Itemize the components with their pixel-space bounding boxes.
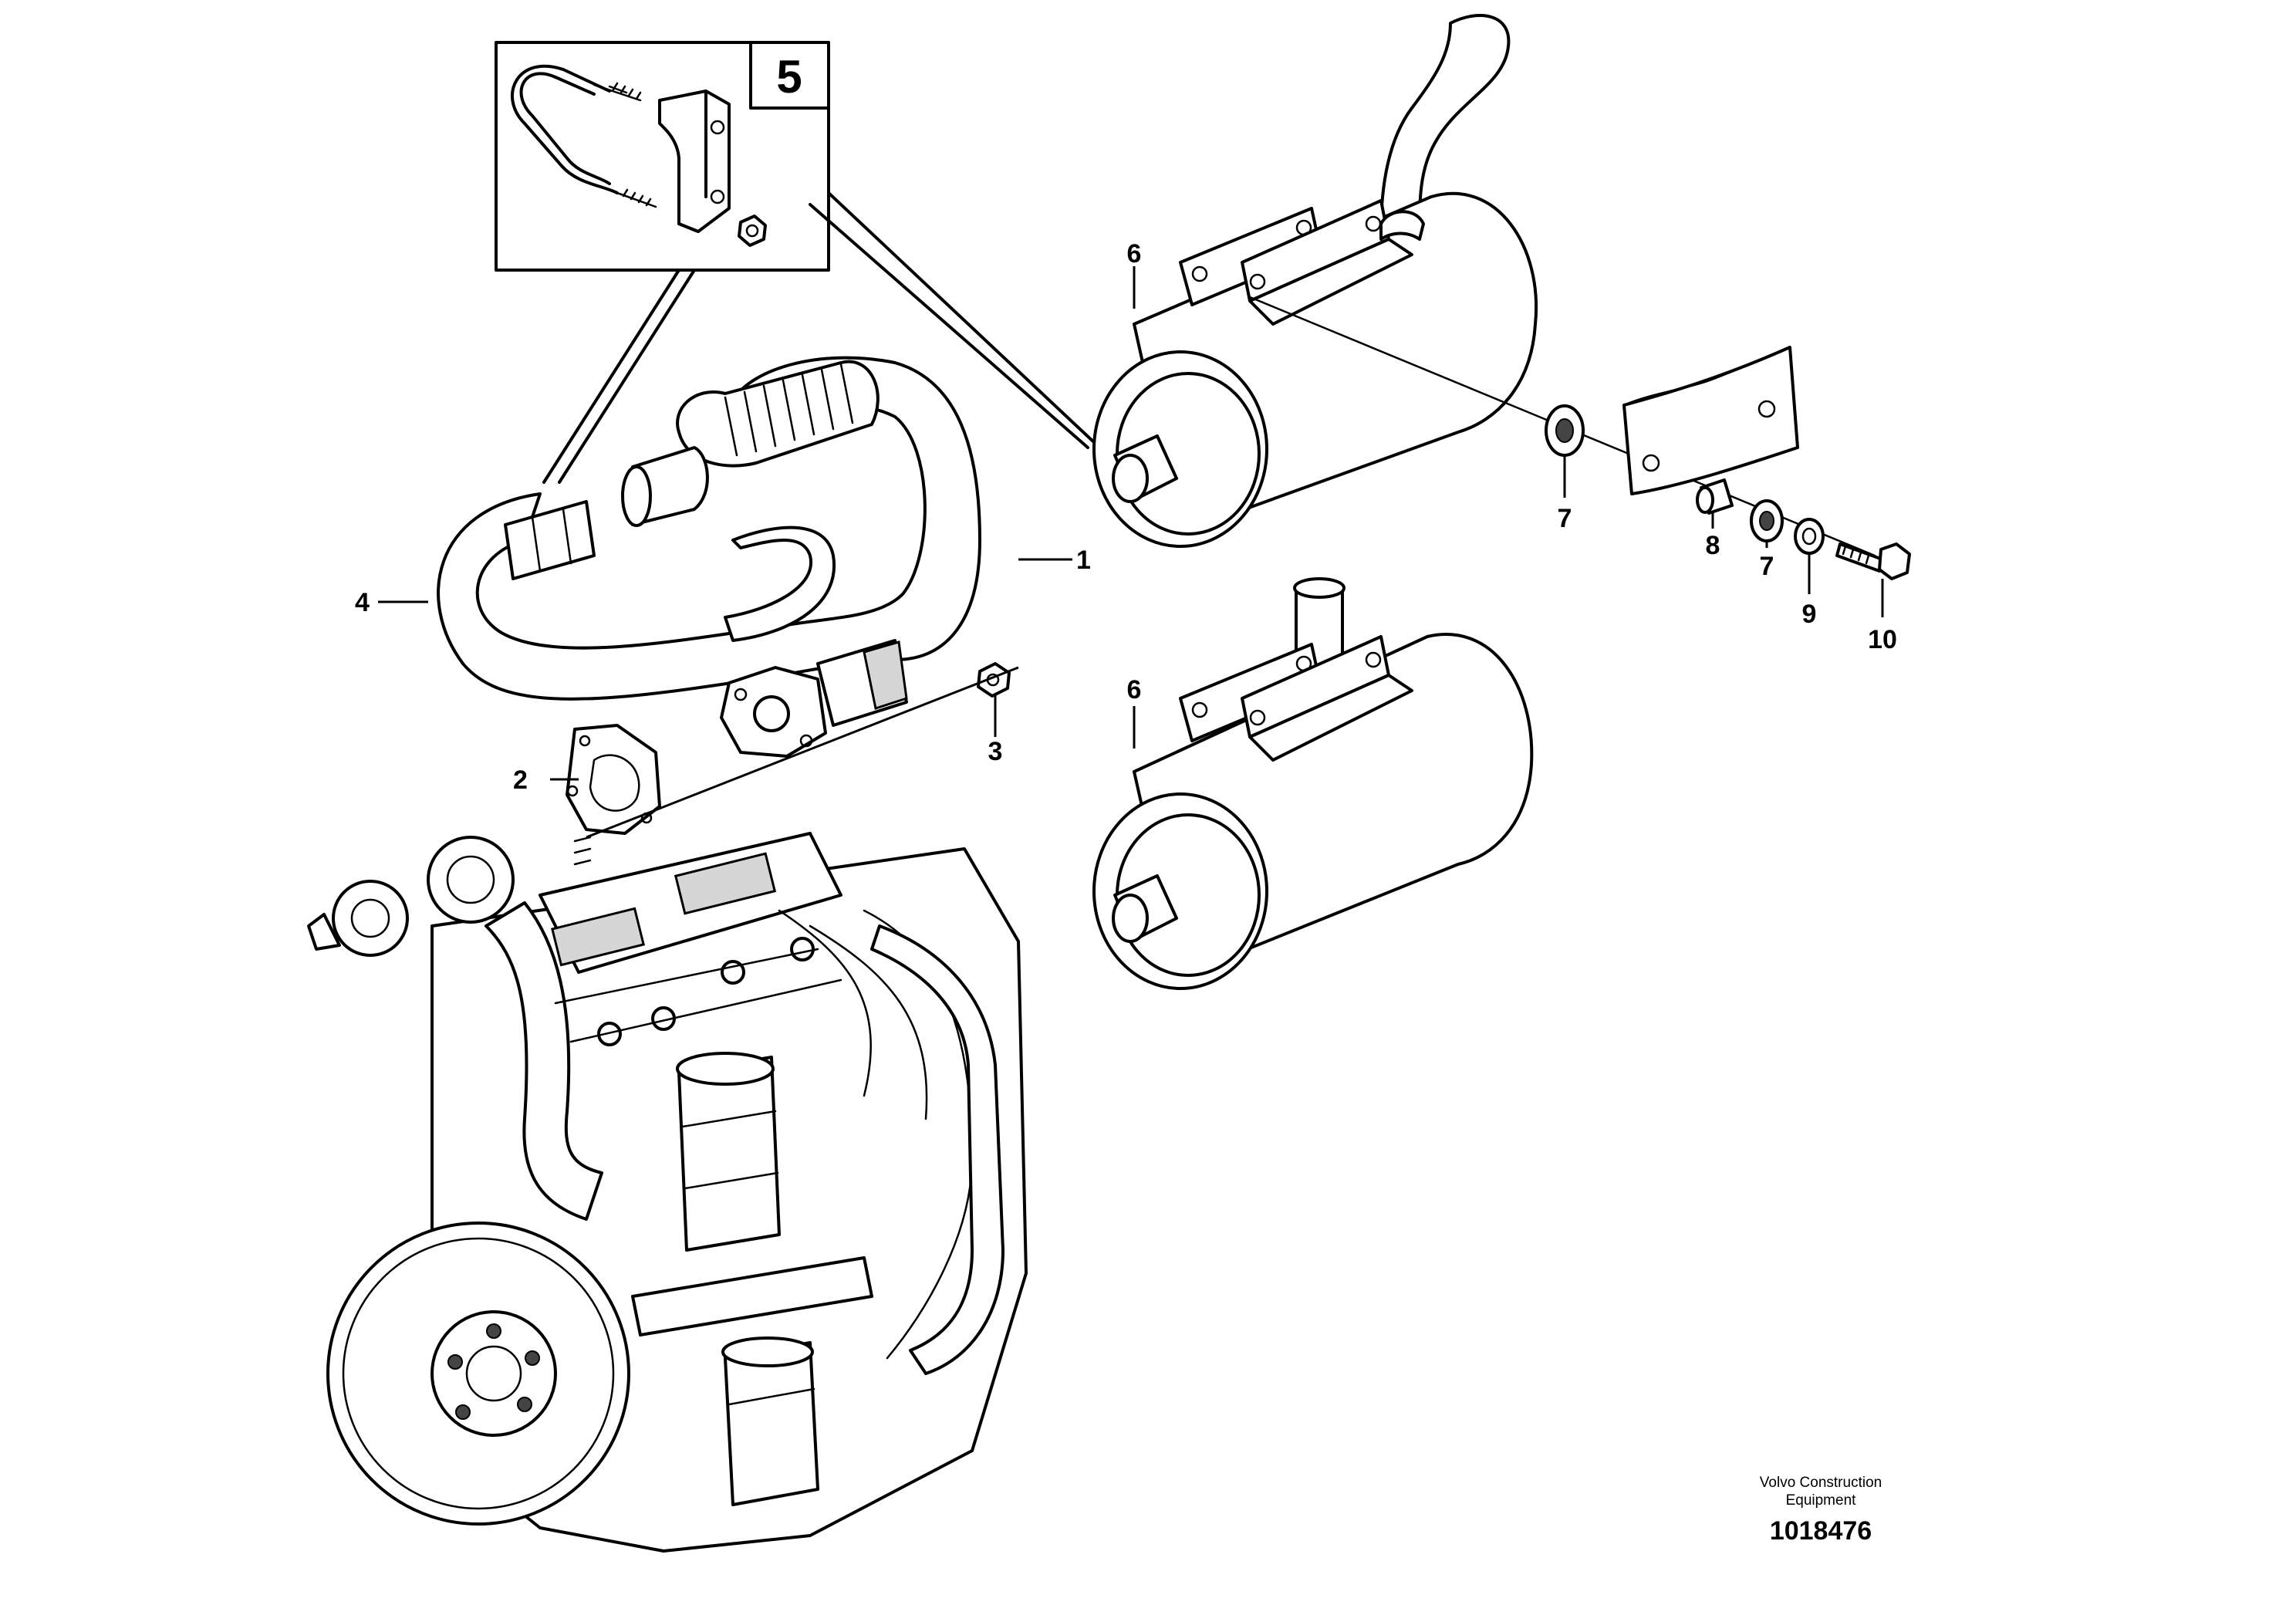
mounting-hardware <box>1248 296 1911 580</box>
callout-1: 1 <box>1076 546 1091 575</box>
rubber-grommet-right-icon <box>1750 499 1784 542</box>
detail-box-5: 5 <box>495 41 830 272</box>
spacer-sleeve-icon <box>1696 478 1734 515</box>
callout-2: 2 <box>513 765 528 795</box>
mounting-plate-icon <box>1622 346 1799 495</box>
callout-10: 10 <box>1868 625 1897 654</box>
detail-leader-left-b <box>542 269 680 484</box>
muffler-upper <box>1092 14 1538 548</box>
turbocharger <box>307 836 515 957</box>
saddle-bracket-icon <box>658 90 731 233</box>
fuel-filter <box>676 1052 781 1252</box>
callout-7-right: 7 <box>1760 552 1774 581</box>
flex-bellows <box>676 360 880 468</box>
muffler-lower <box>1092 577 1534 990</box>
detail-box-number-frame <box>749 41 830 110</box>
gasket-icon <box>566 724 661 835</box>
u-bolt-icon <box>511 64 657 208</box>
engine-block <box>307 666 1028 1553</box>
callout-4: 4 <box>355 588 370 617</box>
washer-icon <box>1794 518 1825 555</box>
oil-filter <box>721 1336 819 1506</box>
flange-centerline <box>586 666 1019 839</box>
callout-leaders <box>378 266 1884 781</box>
company-name-line2: Equipment <box>1786 1492 1857 1509</box>
detail-leader-right-b <box>827 191 1097 445</box>
callout-9: 9 <box>1802 600 1817 629</box>
nut-icon <box>738 215 767 247</box>
callout-6-upper: 6 <box>1127 239 1142 269</box>
callout-3: 3 <box>988 737 1003 766</box>
intake-pipe <box>485 901 603 1221</box>
callout-7-left: 7 <box>1558 504 1572 533</box>
flange-nut-icon <box>977 662 1011 698</box>
exhaust-pipe-assembly <box>437 356 981 758</box>
callout-8: 8 <box>1706 531 1720 560</box>
detail-leader-left-a <box>558 269 696 484</box>
hex-bolt-icon <box>1835 542 1911 580</box>
company-name-line1: Volvo Construction <box>1760 1475 1882 1491</box>
exhaust-port-marks <box>573 836 592 866</box>
detail-box-number: 5 <box>776 51 802 103</box>
detail-leader-right-a <box>809 203 1089 449</box>
callout-6-lower: 6 <box>1127 675 1142 705</box>
rubber-grommet-icon <box>1545 404 1585 457</box>
document-number: 1018476 <box>1770 1516 1872 1546</box>
flywheel <box>326 1222 630 1526</box>
pipe-clamp-icon <box>504 500 596 580</box>
